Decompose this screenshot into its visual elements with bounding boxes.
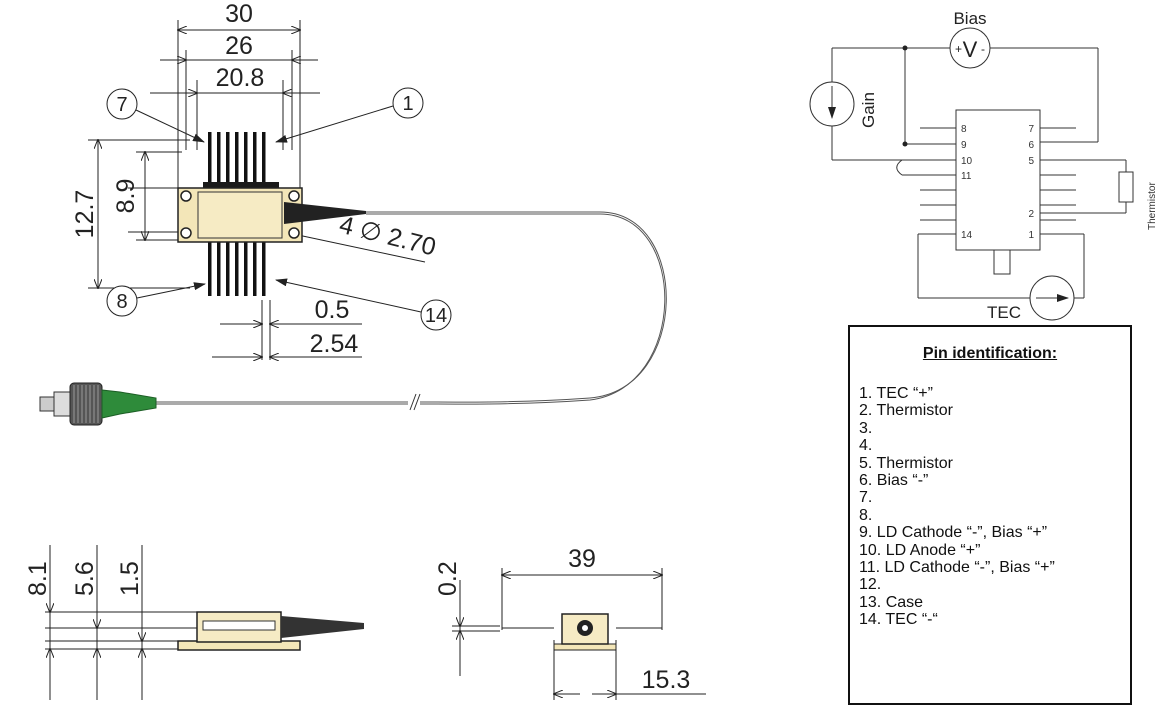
list-item: 1. TEC “+” bbox=[859, 385, 933, 402]
pin-identification-panel: Pin identification: 1. TEC “+” 2. Thermi… bbox=[848, 325, 1132, 705]
top-view-dimensions bbox=[88, 20, 426, 360]
dim-total-height: 12.7 bbox=[71, 190, 99, 239]
fiber-pigtail bbox=[155, 211, 667, 411]
list-item: 4. bbox=[859, 437, 873, 455]
ic-pin-7: 7 bbox=[1028, 124, 1034, 135]
list-item: 3. bbox=[859, 419, 873, 437]
side-dim-body-height: 5.6 bbox=[71, 561, 99, 596]
list-item: 14. TEC “-“ bbox=[859, 611, 938, 629]
dim-body-height: 8.9 bbox=[112, 179, 140, 214]
ic-pin-11: 11 bbox=[961, 171, 972, 182]
butterfly-package-top bbox=[177, 132, 366, 296]
front-view: 0.2 39 15.3 bbox=[434, 545, 706, 700]
side-dim-base-height: 1.5 bbox=[116, 561, 144, 596]
fc-connector bbox=[39, 382, 157, 426]
dim-pin-span: 26 bbox=[225, 32, 253, 60]
fiber-boot bbox=[284, 202, 366, 224]
side-dim-total-height: 8.1 bbox=[24, 561, 52, 596]
front-dim-body-width: 15.3 bbox=[642, 666, 691, 694]
voltmeter-plus: + bbox=[955, 42, 962, 56]
ic-pin-1: 1 bbox=[1028, 230, 1034, 241]
mount-hole bbox=[288, 227, 300, 239]
ic-pin-6: 6 bbox=[1028, 140, 1034, 151]
ic-pin-5: 5 bbox=[1028, 156, 1034, 167]
ic-pin-14: 14 bbox=[961, 230, 973, 241]
list-item: 5. Thermistor bbox=[859, 454, 953, 472]
callout-label-1: 1 bbox=[402, 93, 413, 115]
list-item: 9. LD Cathode “-”, Bias “+” bbox=[859, 524, 1048, 542]
list-item: 2. Thermistor bbox=[859, 402, 953, 420]
gain-label: Gain bbox=[859, 92, 878, 128]
front-dim-overall-width: 39 bbox=[568, 545, 596, 573]
front-dim-offset: 0.2 bbox=[434, 561, 462, 596]
list-item: 10. LD Anode “+” bbox=[859, 541, 981, 559]
top-pins bbox=[208, 132, 266, 188]
pin-identification-title: Pin identification: bbox=[922, 345, 1058, 362]
list-item: 7. bbox=[859, 489, 873, 507]
dim-overall-width: 30 bbox=[225, 0, 253, 28]
list-item: 6. Bias “-” bbox=[859, 471, 929, 489]
list-item: 12. bbox=[859, 576, 882, 594]
side-view: 8.1 5.6 1.5 bbox=[24, 545, 364, 700]
list-item: 8. bbox=[859, 506, 873, 524]
mount-hole bbox=[180, 190, 192, 202]
ic-pin-2: 2 bbox=[1028, 209, 1034, 220]
connector-boot bbox=[101, 389, 157, 419]
callout-label-8: 8 bbox=[116, 291, 127, 313]
dim-body-width: 20.8 bbox=[216, 64, 265, 92]
callout-label-14: 14 bbox=[425, 305, 447, 327]
dim-pin-width: 0.5 bbox=[315, 296, 350, 324]
bottom-pins bbox=[208, 236, 266, 296]
callout-circle-1 bbox=[392, 87, 424, 119]
pin-callouts bbox=[106, 87, 452, 331]
circuit-schematic: Bias V + - Gain Thermistor TEC 8 9 10 11… bbox=[809, 9, 1158, 322]
callout-circle-7 bbox=[106, 88, 138, 120]
tec-label: TEC bbox=[987, 303, 1021, 322]
pin-identification-list: 1. TEC “+” 2. Thermistor 3. 4. 5. Thermi… bbox=[850, 385, 1130, 628]
ic-pin-10: 10 bbox=[961, 156, 973, 167]
mount-hole bbox=[288, 190, 300, 202]
voltmeter-minus: - bbox=[981, 42, 985, 56]
callout-circle-14 bbox=[420, 299, 452, 331]
mount-hole bbox=[180, 227, 192, 239]
list-item: 13. Case bbox=[859, 593, 924, 611]
ic-pin-9: 9 bbox=[961, 140, 967, 151]
list-item: 11. LD Cathode “-”, Bias “+” bbox=[859, 558, 1055, 576]
callout-label-7: 7 bbox=[116, 94, 127, 116]
bias-label: Bias bbox=[953, 9, 986, 28]
thermistor-label: Thermistor bbox=[1147, 182, 1158, 230]
pin-callout-text: 7 1 8 14 bbox=[116, 93, 447, 327]
ic-pin-8: 8 bbox=[961, 124, 967, 135]
dim-pin-pitch: 2.54 bbox=[310, 330, 359, 358]
voltmeter-symbol: V bbox=[963, 37, 978, 62]
callout-circle-8 bbox=[106, 285, 138, 317]
